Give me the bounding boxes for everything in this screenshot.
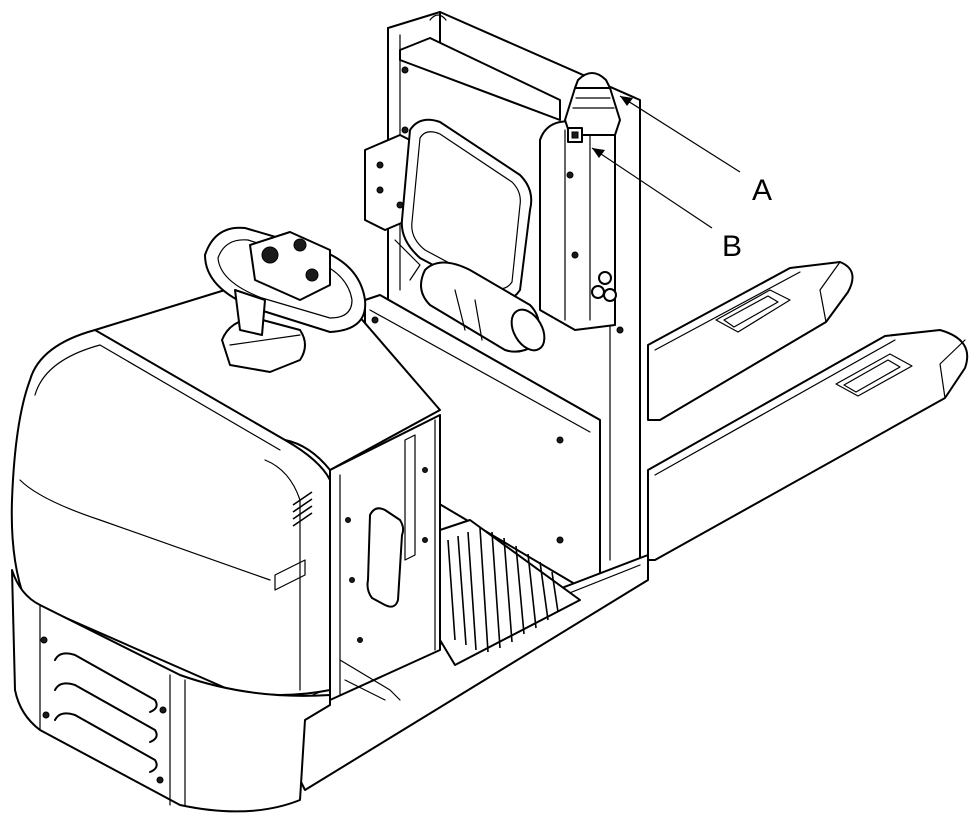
fork-right xyxy=(647,329,969,561)
callout-b-label: B xyxy=(722,230,742,263)
cab-side-panel xyxy=(329,414,441,701)
fork-left xyxy=(647,261,854,421)
callout-b: B xyxy=(591,147,742,263)
cylinder xyxy=(420,261,546,353)
callout-a: A xyxy=(619,95,772,207)
beacon-light xyxy=(564,72,621,136)
display-panel xyxy=(394,118,533,302)
steering-tiller xyxy=(204,226,367,373)
callout-a-label: A xyxy=(752,174,772,207)
control-column xyxy=(539,114,617,331)
cab-body xyxy=(10,274,441,813)
mast-switch xyxy=(567,127,583,143)
